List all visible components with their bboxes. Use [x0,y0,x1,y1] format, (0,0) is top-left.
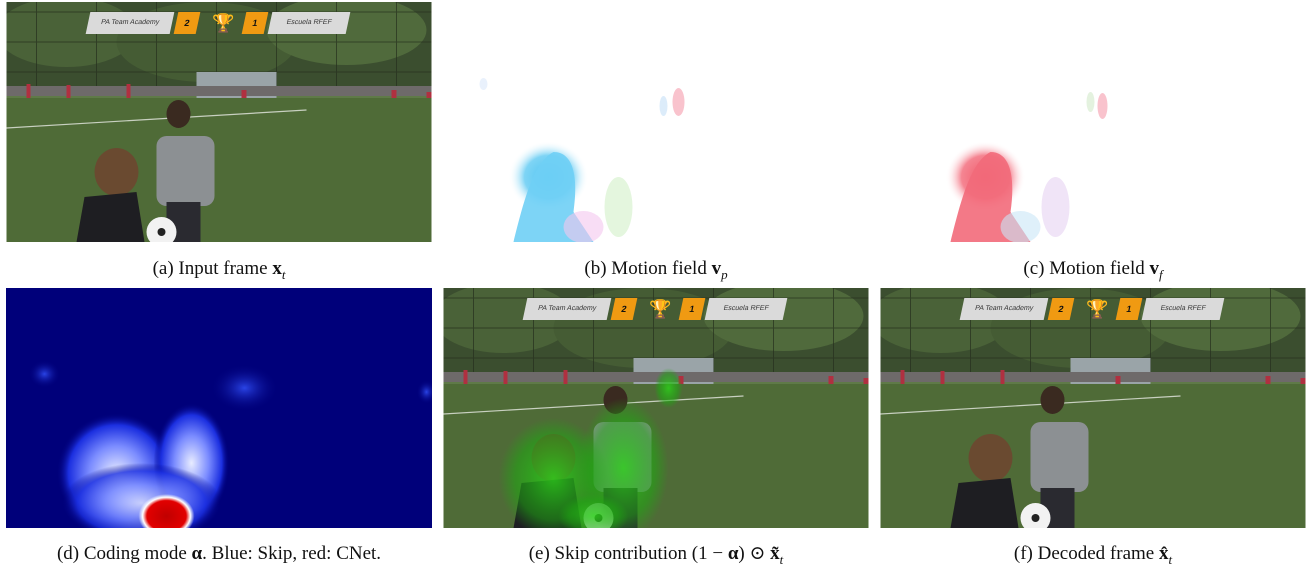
caption-c-text: (c) Motion field [1023,258,1150,279]
caption-e-text: (e) Skip contribution [528,543,692,564]
trophy-icon: 🏆 [212,13,235,33]
scoreboard-away-team: Escuela RFEF [704,298,788,320]
coding-mode-heatmap [6,288,432,528]
caption-a: (a) Input frame xt [6,256,432,282]
scoreboard-home-team: PA Team Academy [522,298,612,320]
scoreboard-home-score: 2 [610,298,638,320]
decoded-frame-image [880,288,1306,528]
scoreboard-home-score: 2 [173,12,201,34]
caption-c: (c) Motion field vf [880,256,1306,282]
caption-a-var: x [272,258,282,279]
scoreboard-away-score: 1 [678,298,706,320]
caption-e-close: ) ⊙ [738,543,771,564]
scoreboard-away-score: 1 [1115,298,1143,320]
scoreboard-away-team: Escuela RFEF [267,12,351,34]
caption-e-alpha: α [727,543,739,564]
scoreboard-home-team: PA Team Academy [85,12,175,34]
caption-b-text: (b) Motion field [584,258,712,279]
caption-f-var: x̂ [1158,543,1169,564]
motion-field-f-image [880,2,1306,242]
scoreboard-home-team: PA Team Academy [959,298,1049,320]
scoreboard-e: PA Team Academy 2 🏆 1 Escuela RFEF [522,298,788,320]
trophy-icon: 🏆 [649,299,672,319]
panel-skip-contribution: PA Team Academy 2 🏆 1 Escuela RFEF [443,288,869,528]
scoreboard-away-team: Escuela RFEF [1141,298,1225,320]
caption-e-sub: t [779,551,784,567]
caption-d-text: (d) Coding mode [56,543,192,564]
panel-input-frame: PA Team Academy 2 🏆 1 Escuela RFEF [6,2,432,242]
caption-a-text: (a) Input frame [152,258,273,279]
motion-field-p-image [443,2,869,242]
caption-d: (d) Coding mode α. Blue: Skip, red: CNet… [0,541,438,567]
scoreboard-f: PA Team Academy 2 🏆 1 Escuela RFEF [959,298,1225,320]
caption-b: (b) Motion field vp [443,256,869,282]
scoreboard-away-score: 1 [241,12,269,34]
panel-motion-field-p [443,2,869,242]
caption-c-sub: f [1158,266,1163,282]
input-frame-image [6,2,432,242]
panel-coding-mode [6,288,432,528]
panel-decoded-frame: PA Team Academy 2 🏆 1 Escuela RFEF [880,288,1306,528]
panel-motion-field-f [880,2,1306,242]
caption-d-var: α [191,543,203,564]
caption-f: (f) Decoded frame x̂t [880,541,1306,567]
caption-e-var: x̃ [770,543,780,564]
caption-b-sub: p [721,266,728,282]
caption-d-suffix: . Blue: Skip, red: CNet. [202,543,382,564]
caption-e-open: (1 − [691,543,728,564]
scoreboard-a: PA Team Academy 2 🏆 1 Escuela RFEF [85,12,351,34]
trophy-icon: 🏆 [1086,299,1109,319]
caption-f-sub: t [1168,551,1173,567]
caption-f-text: (f) Decoded frame [1013,543,1159,564]
skip-contribution-image [443,288,869,528]
caption-b-var: v [711,258,722,279]
caption-c-var: v [1149,258,1159,279]
caption-a-sub: t [281,266,286,282]
caption-e: (e) Skip contribution (1 − α) ⊙ x̃t [443,541,869,567]
scoreboard-home-score: 2 [1047,298,1075,320]
